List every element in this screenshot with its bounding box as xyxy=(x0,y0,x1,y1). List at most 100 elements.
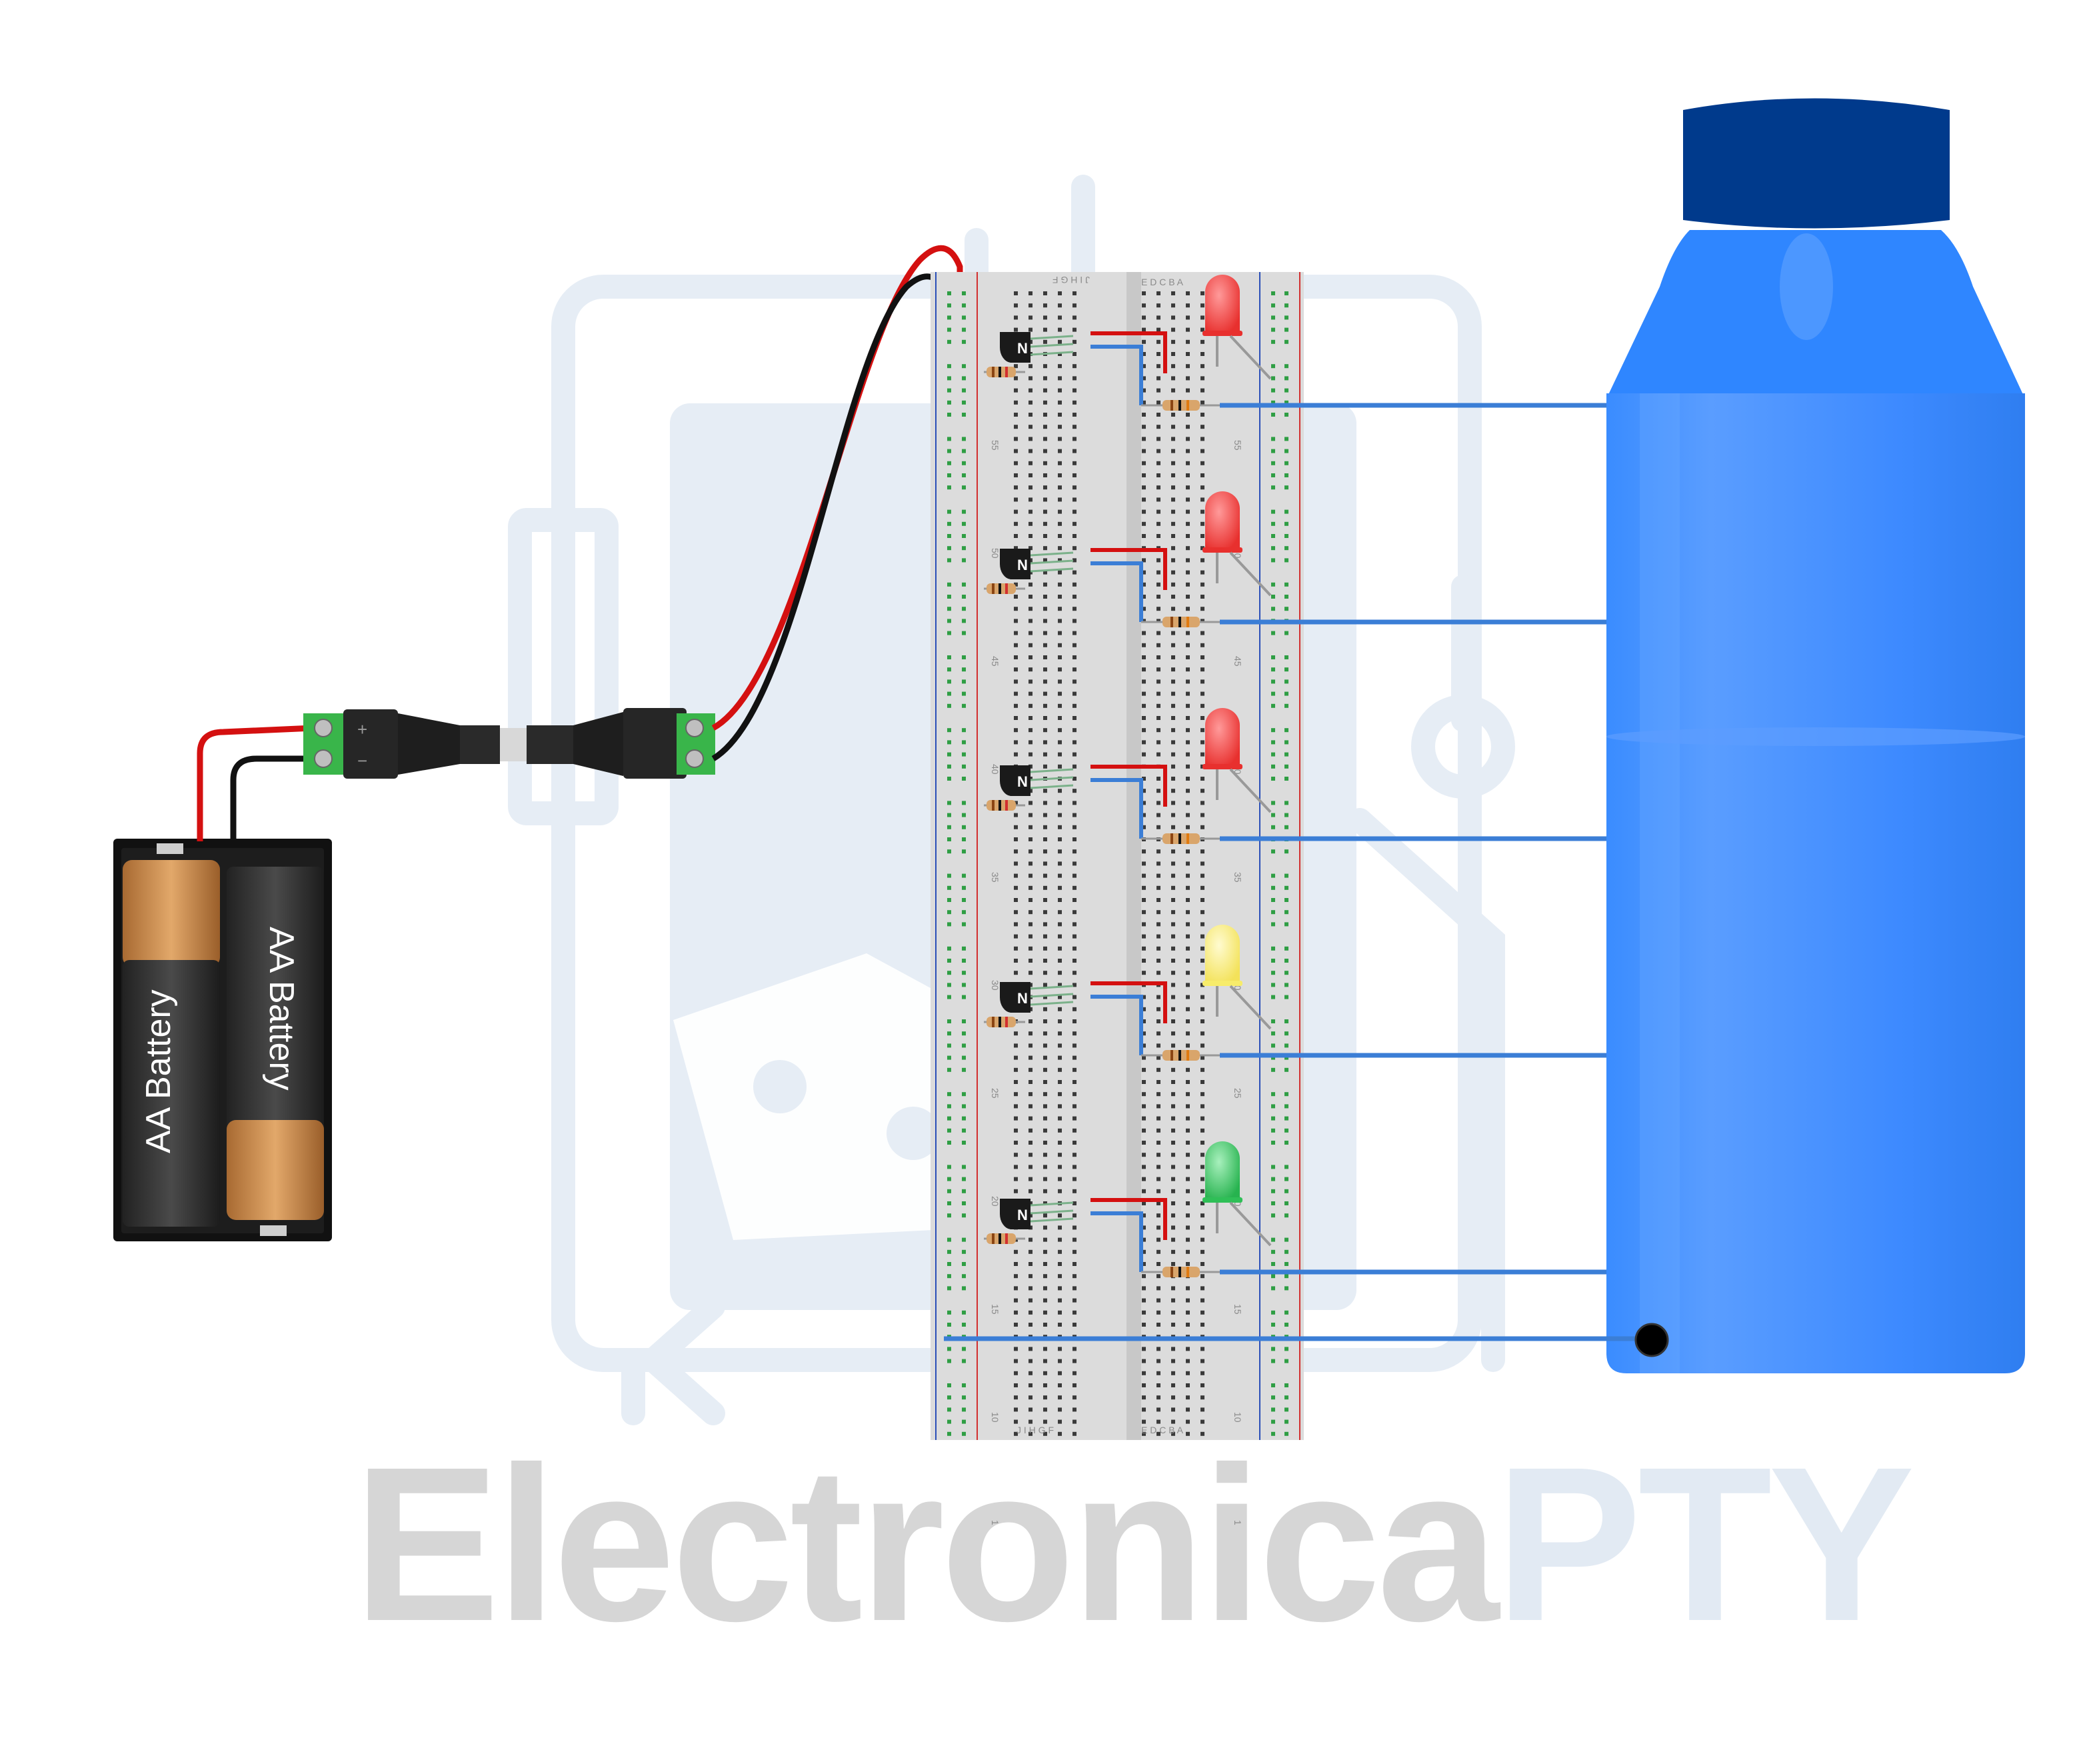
breadboard-hole xyxy=(1156,449,1160,453)
breadboard-hole xyxy=(1156,655,1160,659)
row-number-left: 30 xyxy=(990,980,1001,991)
rail-hole xyxy=(962,291,966,295)
breadboard-hole xyxy=(1014,873,1018,878)
breadboard-hole xyxy=(1043,291,1047,295)
breadboard-hole xyxy=(1029,364,1033,369)
rail-hole xyxy=(1284,703,1288,708)
breadboard-hole xyxy=(1058,521,1062,526)
breadboard-hole xyxy=(1014,825,1018,829)
breadboard-hole xyxy=(1043,643,1047,647)
breadboard-hole xyxy=(1029,1067,1033,1072)
breadboard-hole xyxy=(1171,376,1175,381)
breadboard-hole xyxy=(1029,631,1033,635)
breadboard-hole xyxy=(1200,922,1204,927)
rail-hole xyxy=(1271,1165,1275,1169)
breadboard-hole xyxy=(1186,303,1190,308)
rail-hole xyxy=(1271,1310,1275,1315)
rail-hole xyxy=(1284,521,1288,526)
breadboard-hole xyxy=(1200,413,1204,417)
breadboard-hole xyxy=(1029,971,1033,975)
rail-hole xyxy=(1271,1249,1275,1254)
rail-hole xyxy=(1271,1347,1275,1351)
breadboard-hole xyxy=(1156,825,1160,829)
breadboard-hole xyxy=(1156,631,1160,635)
rail-hole xyxy=(1284,801,1288,805)
breadboard-hole xyxy=(1014,1359,1018,1363)
breadboard-hole xyxy=(1058,1116,1062,1121)
breadboard-hole xyxy=(1200,885,1204,890)
breadboard-hole xyxy=(1014,1286,1018,1291)
breadboard-hole xyxy=(1186,521,1190,526)
breadboard-hole xyxy=(1200,716,1204,720)
rail-hole xyxy=(962,558,966,563)
breadboard-hole xyxy=(1156,413,1160,417)
breadboard-hole xyxy=(1014,946,1018,951)
breadboard-hole xyxy=(1171,315,1175,320)
breadboard-hole xyxy=(1200,1347,1204,1351)
breadboard-hole xyxy=(1029,1055,1033,1060)
transistor-leg xyxy=(1030,1201,1074,1207)
rail-hole xyxy=(962,946,966,951)
rail-hole xyxy=(947,1274,951,1279)
rail-hole xyxy=(962,1395,966,1400)
breadboard-hole xyxy=(1186,376,1190,381)
breadboard-hole xyxy=(1142,740,1146,745)
breadboard-hole xyxy=(1043,667,1047,672)
rail-hole xyxy=(962,595,966,599)
breadboard-hole xyxy=(1029,303,1033,308)
rail-hole xyxy=(1284,558,1288,563)
watermark-resistor xyxy=(508,508,619,825)
breadboard-hole xyxy=(1200,703,1204,708)
rail-hole xyxy=(1284,376,1288,381)
rail-hole xyxy=(1271,1043,1275,1048)
transistor-mark: N xyxy=(1017,557,1028,573)
breadboard-hole xyxy=(1029,1080,1033,1084)
breadboard-hole xyxy=(1142,910,1146,915)
rail-hole xyxy=(1271,1031,1275,1036)
resistor-band xyxy=(992,583,995,594)
rail-hole xyxy=(1284,413,1288,417)
breadboard-hole xyxy=(1171,1286,1175,1291)
rail-hole xyxy=(947,1104,951,1109)
bottle-reflection xyxy=(1640,393,1680,1373)
breadboard-hole xyxy=(1014,1141,1018,1145)
breadboard-hole xyxy=(1186,728,1190,733)
rail-hole xyxy=(962,1165,966,1169)
rail-hole xyxy=(947,461,951,465)
rail-hole xyxy=(962,303,966,308)
breadboard-hole xyxy=(1058,303,1062,308)
breadboard-hole xyxy=(1058,1407,1062,1412)
rail-hole xyxy=(1284,1323,1288,1327)
breadboard-hole xyxy=(1200,1080,1204,1084)
breadboard-hole xyxy=(1171,1407,1175,1412)
rail-hole xyxy=(947,1249,951,1254)
rail-hole xyxy=(1284,1431,1288,1436)
breadboard-hole xyxy=(1072,1310,1076,1315)
rail-hole xyxy=(947,764,951,769)
rail-hole xyxy=(1271,449,1275,453)
rail-hole xyxy=(1271,339,1275,344)
breadboard-hole xyxy=(1186,1371,1190,1375)
breadboard-hole xyxy=(1142,691,1146,696)
rail-hole xyxy=(1271,521,1275,526)
breadboard-hole xyxy=(1142,1383,1146,1387)
breadboard-hole xyxy=(1058,873,1062,878)
breadboard-hole xyxy=(1200,873,1204,878)
led-rim xyxy=(1202,1197,1242,1203)
breadboard-hole xyxy=(1072,315,1076,320)
breadboard-hole xyxy=(1200,691,1204,696)
breadboard-hole xyxy=(1142,1274,1146,1279)
rail-hole xyxy=(1271,679,1275,684)
breadboard-hole xyxy=(1029,1407,1033,1412)
breadboard-hole xyxy=(1058,971,1062,975)
breadboard-hole xyxy=(1171,655,1175,659)
breadboard-hole xyxy=(1058,983,1062,987)
dc-jack-female-sleeve xyxy=(460,725,500,764)
breadboard-hole xyxy=(1029,546,1033,551)
breadboard-hole xyxy=(1029,1128,1033,1133)
breadboard-hole xyxy=(1043,509,1047,514)
breadboard-hole xyxy=(1200,995,1204,999)
watermark-plug-hole-1 xyxy=(753,1060,807,1113)
rail-hole xyxy=(947,1128,951,1133)
breadboard-hole xyxy=(1014,400,1018,405)
